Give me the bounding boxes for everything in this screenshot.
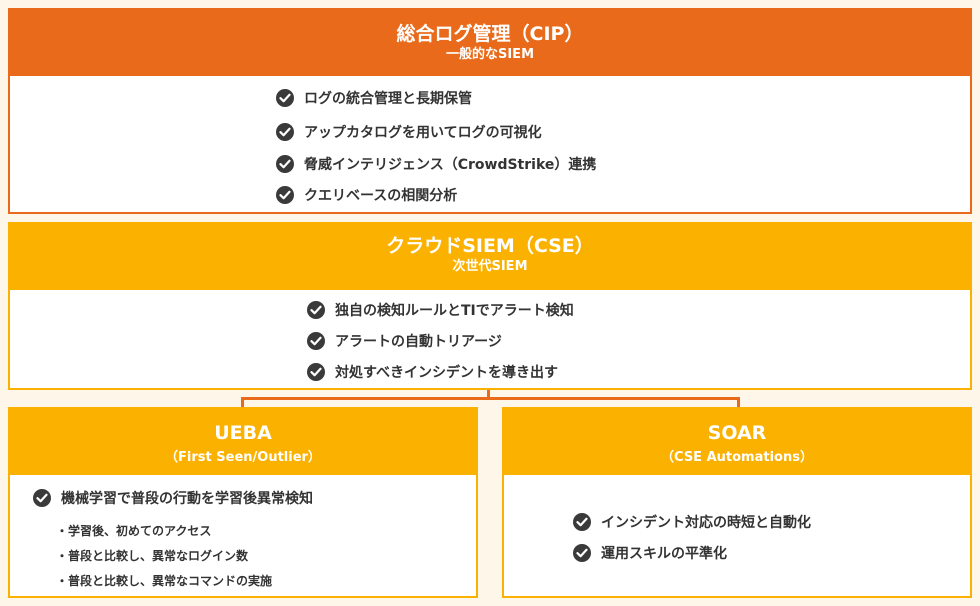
cse-item-label: アラートの自動トリアージ bbox=[335, 334, 502, 350]
cip-panel bbox=[8, 76, 972, 214]
check-circle-icon bbox=[276, 155, 294, 173]
cip-item: ログの統合管理と長期保管 bbox=[276, 88, 472, 108]
soar-header: SOAR （CSE Automations） bbox=[502, 407, 972, 475]
check-circle-icon bbox=[33, 489, 51, 507]
ueba-item-label: 機械学習で普段の行動を学習後異常検知 bbox=[61, 491, 313, 507]
soar-item-label: 運用スキルの平準化 bbox=[601, 546, 727, 562]
check-circle-icon bbox=[307, 363, 325, 381]
check-circle-icon bbox=[276, 123, 294, 141]
cip-item: クエリベースの相関分析 bbox=[276, 185, 457, 205]
cip-item-label: アップカタログを用いてログの可視化 bbox=[304, 125, 542, 141]
ueba-item: 機械学習で普段の行動を学習後異常検知 bbox=[33, 488, 313, 508]
connector-horizontal bbox=[241, 397, 740, 400]
ueba-subitem: ・普段と比較し、異常なコマンドの実施 bbox=[56, 574, 273, 588]
ueba-subtitle: （First Seen/Outlier） bbox=[165, 450, 321, 465]
cse-item: アラートの自動トリアージ bbox=[307, 331, 502, 351]
check-circle-icon bbox=[307, 332, 325, 350]
soar-item: インシデント対応の時短と自動化 bbox=[573, 512, 811, 532]
cip-item-label: 脅威インテリジェンス（CrowdStrike）連携 bbox=[304, 157, 597, 173]
cse-title: クラウドSIEM（CSE） bbox=[386, 235, 594, 257]
ueba-panel bbox=[8, 475, 478, 598]
cse-item: 独自の検知ルールとTIでアラート検知 bbox=[307, 300, 574, 320]
cip-item: 脅威インテリジェンス（CrowdStrike）連携 bbox=[276, 154, 596, 174]
connector-right-drop bbox=[737, 397, 740, 407]
cse-item: 対処すべきインシデントを導き出す bbox=[307, 362, 558, 382]
soar-item-label: インシデント対応の時短と自動化 bbox=[601, 515, 811, 531]
cip-subtitle: 一般的なSIEM bbox=[445, 47, 535, 62]
cip-item-label: クエリベースの相関分析 bbox=[304, 188, 458, 204]
cse-panel bbox=[8, 290, 972, 390]
ueba-subitem: ・普段と比較し、異常なログイン数 bbox=[56, 549, 249, 563]
check-circle-icon bbox=[307, 301, 325, 319]
cip-item: アップカタログを用いてログの可視化 bbox=[276, 122, 542, 142]
cse-subtitle: 次世代SIEM bbox=[452, 259, 528, 274]
soar-item: 運用スキルの平準化 bbox=[573, 543, 727, 563]
check-circle-icon bbox=[573, 513, 591, 531]
cip-title: 総合ログ管理（CIP） bbox=[396, 23, 584, 45]
connector-vertical bbox=[487, 390, 490, 398]
check-circle-icon bbox=[276, 89, 294, 107]
cip-header: 総合ログ管理（CIP） 一般的なSIEM bbox=[8, 8, 972, 76]
ueba-subitem: ・学習後、初めてのアクセス bbox=[56, 524, 212, 538]
soar-subtitle: （CSE Automations） bbox=[661, 450, 813, 465]
soar-panel bbox=[502, 475, 972, 598]
check-circle-icon bbox=[276, 186, 294, 204]
cip-item-label: ログの統合管理と長期保管 bbox=[304, 91, 472, 107]
soar-title: SOAR bbox=[707, 422, 767, 444]
ueba-title: UEBA bbox=[214, 422, 272, 444]
check-circle-icon bbox=[573, 544, 591, 562]
cse-item-label: 対処すべきインシデントを導き出す bbox=[335, 365, 559, 381]
cse-item-label: 独自の検知ルールとTIでアラート検知 bbox=[335, 303, 574, 319]
ueba-header: UEBA （First Seen/Outlier） bbox=[8, 407, 478, 475]
connector-left-drop bbox=[241, 397, 244, 407]
cse-header: クラウドSIEM（CSE） 次世代SIEM bbox=[8, 222, 972, 290]
